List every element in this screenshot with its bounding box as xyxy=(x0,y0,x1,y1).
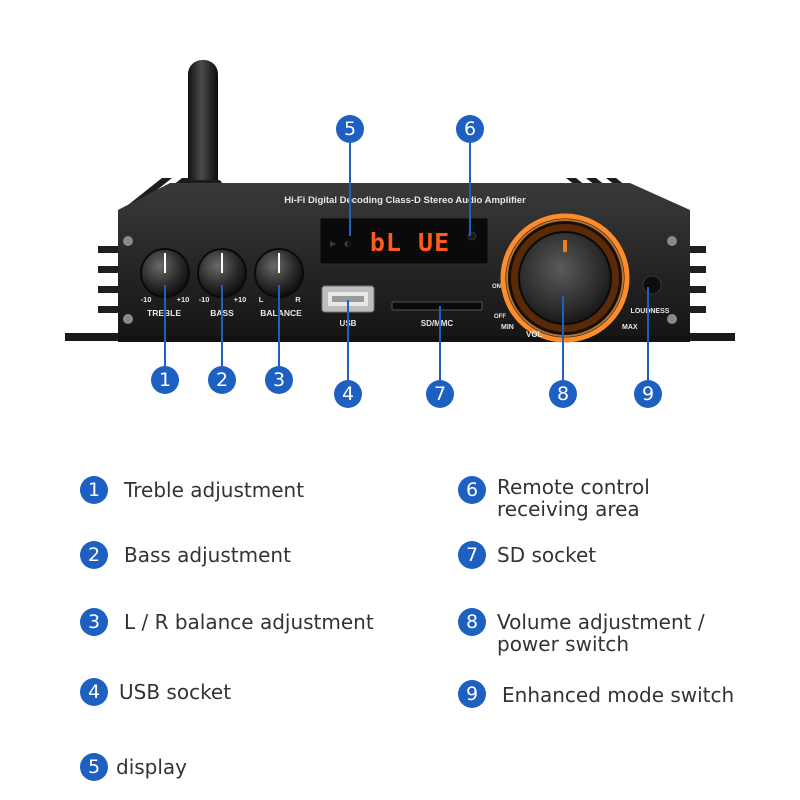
legend-badge-3: 3 xyxy=(80,608,108,636)
loudness-label: LOUDNESS xyxy=(631,308,670,315)
legend-text-4: USB socket xyxy=(119,680,232,704)
body-bottom-edge xyxy=(118,336,690,342)
sd-card-slot[interactable] xyxy=(391,301,483,311)
balance-right-label: R xyxy=(295,295,301,304)
legend-badge-7: 7 xyxy=(458,541,486,569)
treble-min-label: -10 xyxy=(141,295,152,304)
callout-3: 3 xyxy=(265,366,293,394)
legend-text-6-line1: Remote control xyxy=(497,475,650,499)
legend-badge-2: 2 xyxy=(80,541,108,569)
legend-text-8: Volume adjustment / power switch xyxy=(497,611,705,655)
legend-badge-4: 4 xyxy=(80,678,108,706)
legend-text-6: Remote control receiving area xyxy=(497,476,650,520)
volume-on-label: ON xyxy=(492,284,501,290)
legend-text-8-line1: Volume adjustment / xyxy=(497,610,705,634)
legend-text-2: Bass adjustment xyxy=(124,543,291,567)
volume-max-label: MAX xyxy=(622,324,638,331)
display-ghost-icon: ▶ xyxy=(330,239,337,248)
volume-min-label: MIN xyxy=(501,324,514,331)
callout-9: 9 xyxy=(634,380,662,408)
legend-text-3: L / R balance adjustment xyxy=(124,610,374,634)
volume-off-label: OFF xyxy=(494,314,506,320)
led-display xyxy=(319,217,489,265)
treble-max-label: +10 xyxy=(177,295,190,304)
balance-label: BALANCE xyxy=(260,308,302,318)
bass-max-label: +10 xyxy=(234,295,247,304)
legend-text-7: SD socket xyxy=(497,543,597,567)
legend-badge-6: 6 xyxy=(458,476,486,504)
screw-icon xyxy=(667,314,677,324)
heatsink-fins-left xyxy=(98,246,128,313)
legend-badge-9: 9 xyxy=(458,680,486,708)
antenna xyxy=(184,60,222,202)
legend-badge-8: 8 xyxy=(458,608,486,636)
display-readout: bL UE xyxy=(370,228,450,257)
loudness-button[interactable] xyxy=(642,275,662,295)
legend-text-8-line2: power switch xyxy=(497,632,630,656)
legend-text-6-line2: receiving area xyxy=(497,497,640,521)
usb-socket[interactable] xyxy=(321,285,375,313)
bass-min-label: -10 xyxy=(199,295,210,304)
sd-label: SD/MMC xyxy=(421,319,454,328)
display-ghost-icon: ◐ xyxy=(344,239,351,248)
callout-6: 6 xyxy=(456,115,484,143)
legend-badge-5: 5 xyxy=(80,753,108,781)
callout-1: 1 xyxy=(151,366,179,394)
screw-icon xyxy=(667,236,677,246)
callout-8: 8 xyxy=(549,380,577,408)
callout-leader-lines xyxy=(164,143,649,380)
balance-left-label: L xyxy=(259,295,264,304)
legend-text-5: display xyxy=(116,755,188,779)
legend-text-1: Treble adjustment xyxy=(124,478,305,502)
callout-7: 7 xyxy=(426,380,454,408)
screw-icon xyxy=(123,314,133,324)
callout-5: 5 xyxy=(336,115,364,143)
amplifier-diagram: Hi-Fi Digital Decoding Class-D Stereo Au… xyxy=(65,60,735,408)
amplifier-illustration: Hi-Fi Digital Decoding Class-D Stereo Au… xyxy=(65,60,735,380)
panel-header: Hi-Fi Digital Decoding Class-D Stereo Au… xyxy=(284,195,526,206)
callout-2: 2 xyxy=(208,366,236,394)
screw-icon xyxy=(123,236,133,246)
legend-badge-1: 1 xyxy=(80,476,108,504)
callout-4: 4 xyxy=(334,380,362,408)
legend-text-9: Enhanced mode switch xyxy=(502,683,735,707)
volume-knob[interactable] xyxy=(500,213,630,343)
heatsink-fins-right xyxy=(676,246,706,313)
volume-label: VOL xyxy=(526,330,543,339)
